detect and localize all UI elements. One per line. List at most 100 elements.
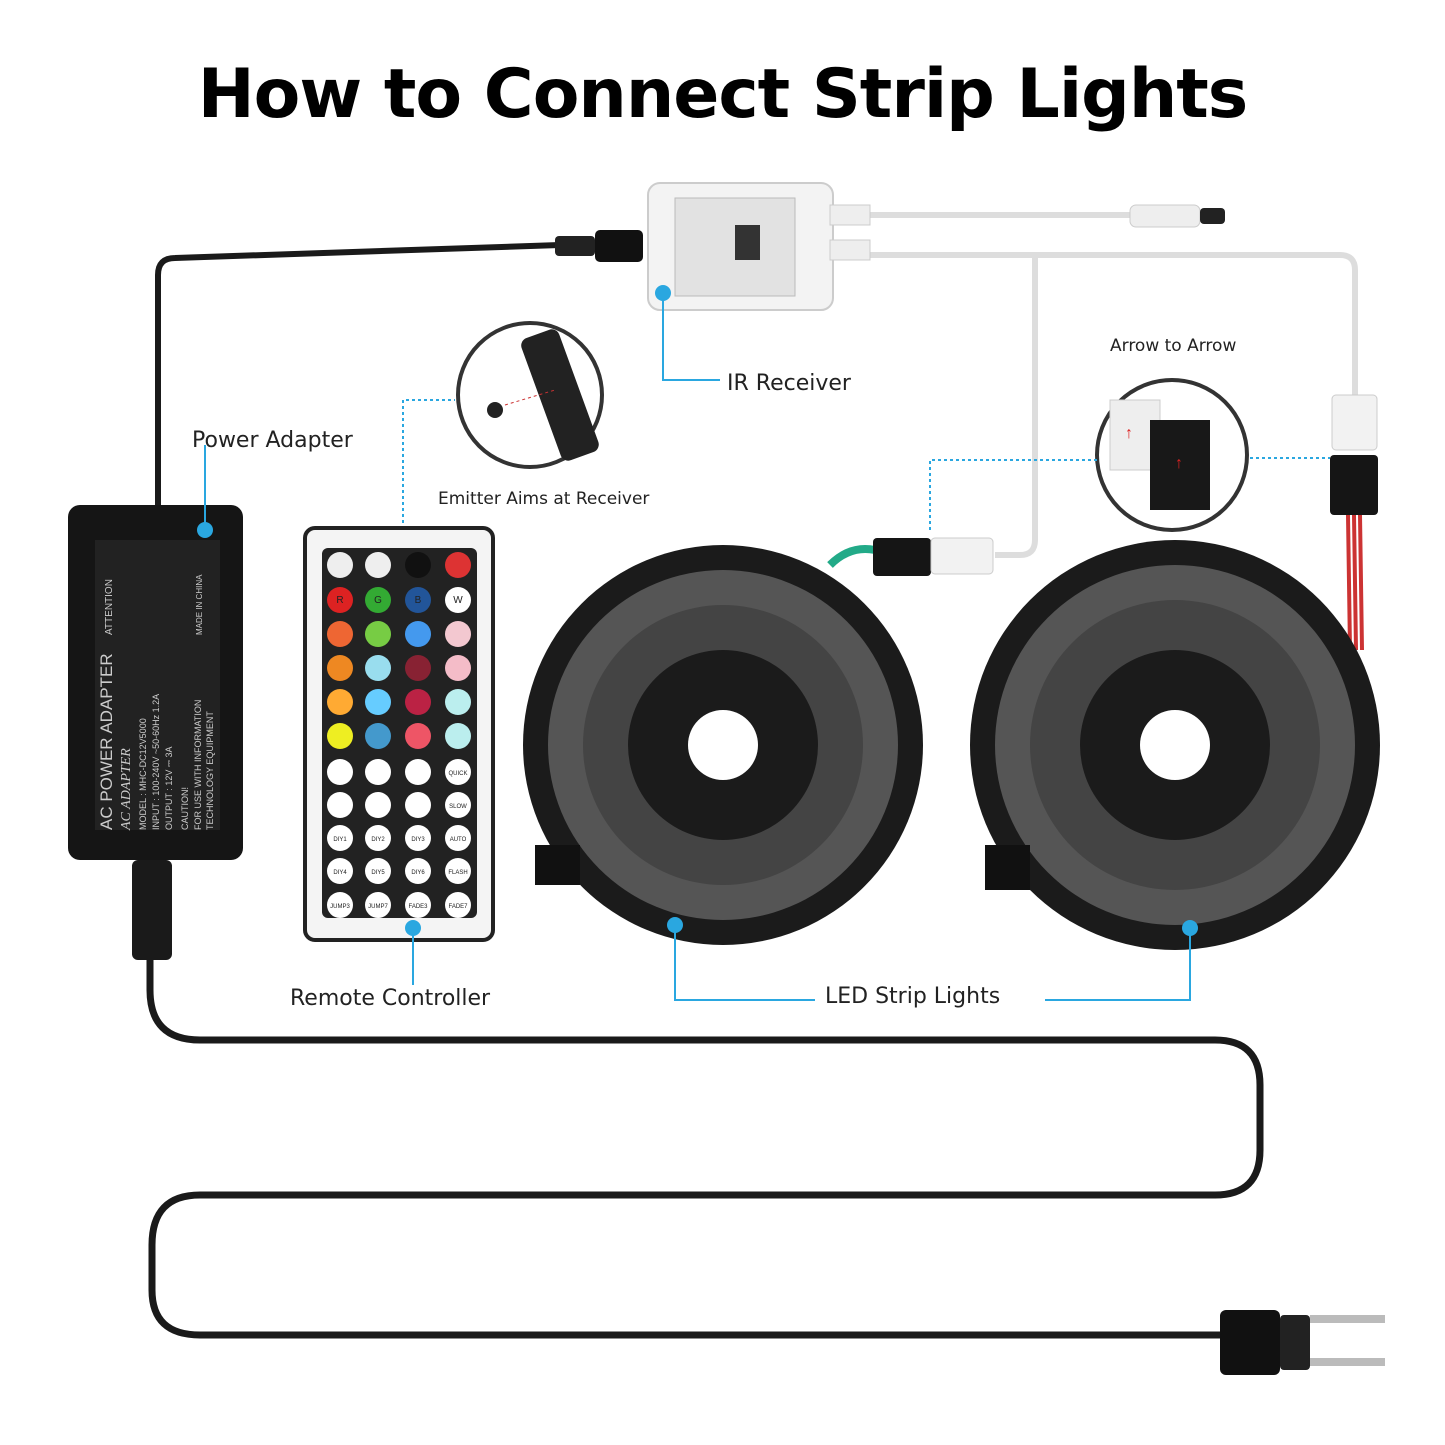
label-emitter: Emitter Aims at Receiver: [438, 489, 649, 509]
callout-dots: [197, 522, 1198, 936]
remote-button: [405, 723, 431, 749]
remote-button-label: QUICK: [448, 771, 467, 777]
wall-plug: [1220, 1310, 1385, 1375]
remote-button: [327, 792, 353, 818]
power-adapter: AC POWER ADAPTER AC ADAPTER MODEL : MHC-…: [68, 505, 243, 960]
ir-sensor-head: [1129, 204, 1225, 228]
rgb-connector-left: [827, 537, 994, 576]
remote-button-label: G: [374, 595, 382, 606]
remote-button: [365, 792, 391, 818]
adapter-text: AC ADAPTER: [119, 748, 134, 831]
remote-button-label: FADE7: [448, 904, 468, 910]
remote-button: [365, 723, 391, 749]
label-arrow-to-arrow: Arrow to Arrow: [1110, 336, 1236, 356]
rgb-connector-right: [1330, 394, 1378, 651]
remote-button: [327, 858, 353, 884]
remote-button: [445, 759, 471, 785]
arrow-to-arrow-inset: ↑ ↑: [1095, 378, 1249, 532]
remote-button-label: FLASH: [448, 870, 467, 876]
label-power-adapter: Power Adapter: [192, 428, 354, 453]
remote-button-label: JUMP7: [368, 904, 388, 910]
remote-button: [405, 759, 431, 785]
white-cable-to-strips: [870, 252, 1358, 395]
remote-button: [405, 858, 431, 884]
remote-button: [365, 689, 391, 715]
remote-button-label: B: [415, 595, 422, 606]
remote-button: [405, 587, 431, 613]
remote-button: [445, 825, 471, 851]
remote-button: [405, 825, 431, 851]
remote-button: [445, 689, 471, 715]
adapter-text: INPUT : 100-240V ~50-60Hz 1.2A: [151, 694, 161, 830]
white-cable-to-strip1: [995, 255, 1038, 558]
remote-button: [327, 689, 353, 715]
remote-button: [365, 858, 391, 884]
remote-button: [405, 621, 431, 647]
remote-button: [365, 552, 391, 578]
adapter-text: MADE IN CHINA: [195, 574, 204, 635]
remote-button-label: DIY5: [371, 870, 385, 876]
led-strip-reel-1: [523, 545, 923, 945]
remote-button: [445, 723, 471, 749]
remote-button-label: JUMP3: [330, 904, 350, 910]
remote-button: [327, 759, 353, 785]
label-led-strip-lights: LED Strip Lights: [825, 984, 1000, 1009]
led-strip-reel-2: [970, 540, 1380, 950]
remote-button-label: DIY2: [371, 837, 385, 843]
remote-button: [405, 552, 431, 578]
svg-text:↑: ↑: [1125, 425, 1133, 442]
remote-button-label: DIY4: [333, 870, 347, 876]
remote-button-label: SLOW: [449, 804, 467, 810]
label-remote-controller: Remote Controller: [290, 986, 491, 1011]
remote-button: [445, 621, 471, 647]
remote-button-label: R: [336, 595, 343, 606]
label-ir-receiver: IR Receiver: [727, 371, 852, 396]
remote-button: [365, 759, 391, 785]
remote-button: [327, 655, 353, 681]
adapter-text: OUTPUT : 12V ⎓ 3A: [164, 746, 174, 830]
remote-button-label: FADE3: [408, 904, 428, 910]
adapter-text: TECHNOLOGY EQUIPMENT: [205, 711, 215, 830]
adapter-text: ATTENTION: [104, 579, 115, 635]
remote-button: [365, 621, 391, 647]
page-title: How to Connect Strip Lights: [197, 55, 1248, 134]
remote-button: [327, 587, 353, 613]
remote-button-label: DIY3: [411, 837, 425, 843]
remote-button: [405, 655, 431, 681]
power-cord: [146, 860, 1264, 1339]
remote-button: [365, 892, 391, 918]
callout-lines: [204, 300, 1330, 1001]
svg-text:↑: ↑: [1175, 455, 1183, 472]
remote-button: [445, 587, 471, 613]
remote-button: [445, 858, 471, 884]
emitter-inset: [456, 321, 604, 469]
remote-button: [365, 655, 391, 681]
adapter-text: CAUTION!: [180, 787, 190, 830]
remote-button: [405, 792, 431, 818]
remote-button: [445, 655, 471, 681]
dc-cable: [155, 242, 561, 505]
adapter-text: MODEL : MHC-DC12V5000: [138, 718, 148, 830]
dc-connector: [555, 230, 643, 262]
remote-button: [327, 621, 353, 647]
remote-button-label: AUTO: [450, 837, 467, 843]
remote-button: [327, 892, 353, 918]
ir-receiver-box: [647, 182, 871, 311]
adapter-text: FOR USE WITH INFORMATION: [193, 700, 203, 830]
adapter-text: AC POWER ADAPTER: [97, 653, 116, 830]
remote-button: [405, 892, 431, 918]
remote-button: [365, 587, 391, 613]
remote-button: [327, 825, 353, 851]
remote-button: [405, 689, 431, 715]
remote-button: [445, 792, 471, 818]
remote-button-label: W: [453, 595, 463, 606]
remote-button-label: DIY1: [333, 837, 347, 843]
remote-button: [365, 825, 391, 851]
remote-button-label: DIY6: [411, 870, 425, 876]
remote-button: [327, 552, 353, 578]
remote-button: [445, 892, 471, 918]
remote-button: [327, 723, 353, 749]
remote-button: [445, 552, 471, 578]
